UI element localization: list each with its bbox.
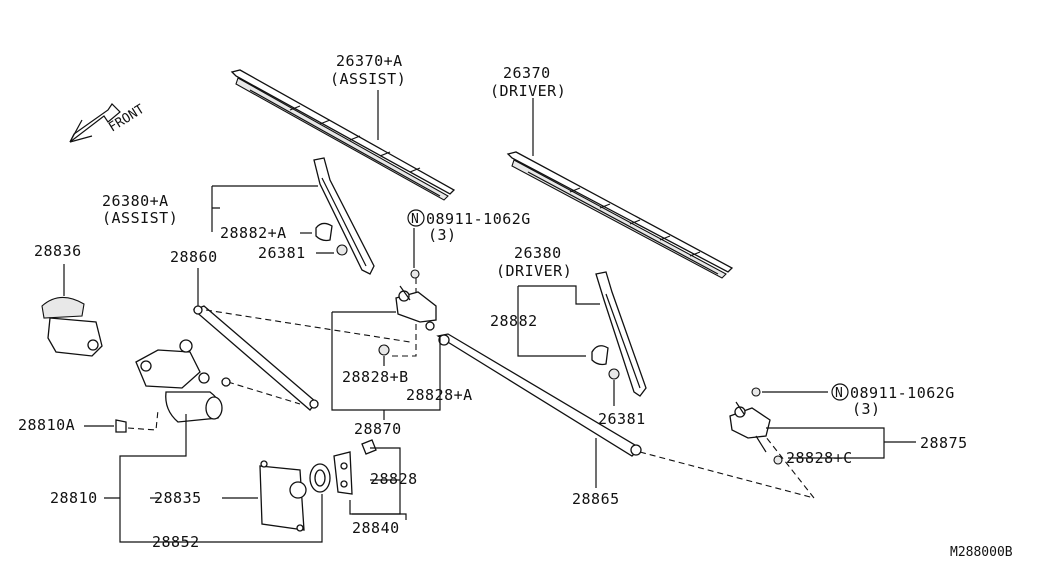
arm-assist-number: 26380+A [102, 192, 169, 210]
nut-assist-label: 26381 [258, 244, 306, 262]
seal-label: 28852 [152, 533, 200, 551]
center-pivot-assembly [395, 285, 437, 331]
front-arrow-icon [69, 103, 121, 143]
right-pivot-assembly [729, 401, 771, 453]
bushing-c-label: 28828+C [786, 449, 853, 467]
motor-label: 28810 [50, 489, 98, 507]
nut-spec-right: 08911-1062G [850, 384, 955, 402]
grommet-bracket [333, 451, 353, 495]
nut-spec-top-qty: (3) [428, 226, 457, 244]
link-assy-label: 28870 [354, 420, 402, 438]
blade-driver-number: 26370 [503, 64, 551, 82]
wiper-motor [135, 339, 231, 423]
nut-spec-top: 08911-1062G [426, 210, 531, 228]
motor-bolt [115, 419, 127, 433]
motor-cover [41, 296, 103, 357]
link-left-label: 28860 [170, 248, 218, 266]
n-symbol-top: N [411, 212, 419, 227]
cap-assist-label: 28882+A [220, 224, 287, 242]
n-symbol-icon [407, 209, 425, 227]
front-label: FRONT [106, 102, 147, 136]
pivot-nut-top [410, 269, 420, 279]
motor-seal [309, 463, 331, 493]
bushing-b [378, 344, 390, 356]
motor-bracket [259, 460, 307, 532]
blade-assist-tag: (ASSIST) [330, 70, 406, 88]
nut-spec-right-qty: (3) [852, 400, 881, 418]
long-link-label: 28865 [572, 490, 620, 508]
left-link-rod [192, 305, 319, 411]
bracket-grommet-label: 28840 [352, 519, 400, 537]
arm-assist-tag: (ASSIST) [102, 209, 178, 227]
diagram-code: M288000B [950, 545, 1013, 560]
pivot-assy-label: 28875 [920, 434, 968, 452]
grommet [361, 439, 377, 455]
bracket-label: 28835 [154, 489, 202, 507]
bushing-b-label: 28828+B [342, 368, 409, 386]
blade-assist-number: 26370+A [336, 52, 403, 70]
n-symbol-right-icon [831, 383, 849, 401]
driver-arm-nut [608, 368, 620, 380]
pivot-nut-right [751, 387, 761, 397]
assist-wiper-arm [313, 157, 375, 275]
long-link-rod [436, 333, 642, 457]
cap-driver-label: 28882 [490, 312, 538, 330]
bushing-a-label: 28828+A [406, 386, 473, 404]
driver-wiper-blade [506, 151, 734, 279]
driver-arm-cap [591, 345, 609, 366]
arm-driver-number: 26380 [514, 244, 562, 262]
assist-arm-nut [336, 244, 348, 256]
assist-wiper-blade [230, 69, 456, 201]
motor-cover-label: 28836 [34, 242, 82, 260]
bolt-label: 28810A [18, 416, 75, 434]
assist-arm-cap [315, 222, 333, 242]
n-symbol-right: N [835, 386, 843, 401]
nut-driver-label: 26381 [598, 410, 646, 428]
driver-wiper-arm [595, 271, 647, 397]
blade-driver-tag: (DRIVER) [490, 82, 566, 100]
arm-driver-tag: (DRIVER) [496, 262, 572, 280]
bushing-label: 28828 [370, 470, 418, 488]
bushing-c [773, 455, 783, 465]
